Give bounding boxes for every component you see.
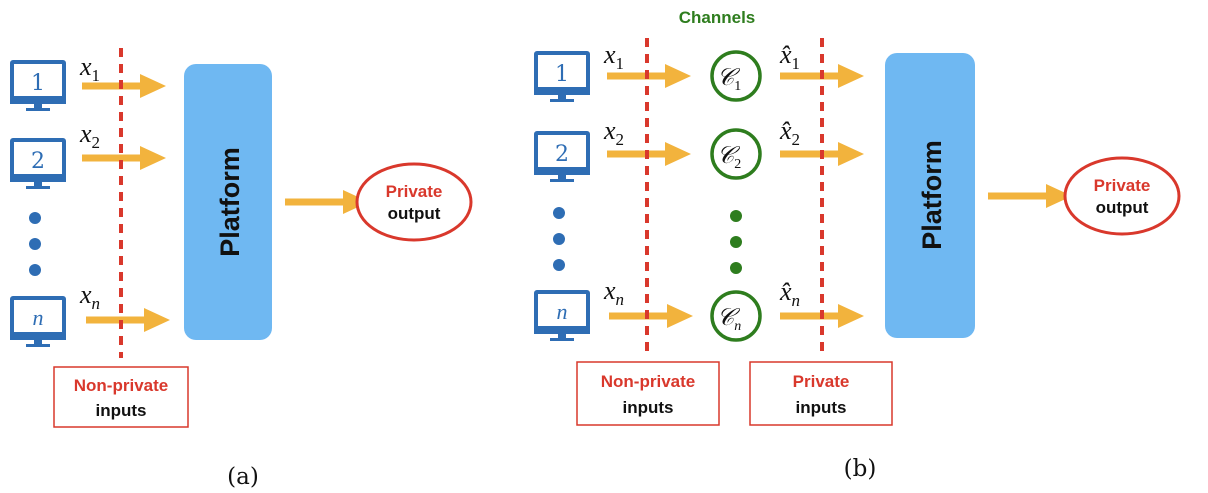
monitor-label: 2	[555, 142, 569, 167]
non-private-inputs-box: Non-private inputs	[576, 361, 720, 426]
box-label-line1: Private	[793, 372, 850, 391]
platform-block: Platform	[184, 64, 272, 340]
monitor-label: n	[557, 299, 568, 324]
non-private-inputs-box: Non-private inputs	[53, 366, 189, 428]
box-label-line1: Non-private	[74, 376, 168, 395]
arrow-right-icon	[988, 184, 1072, 208]
client-monitor-1: 1	[8, 60, 68, 113]
output-label-line2: output	[388, 204, 441, 223]
client-monitor-2: 2	[8, 138, 68, 191]
private-output-node: Private output	[1063, 156, 1181, 236]
output-label-line1: Private	[1094, 176, 1151, 195]
private-variable-label: x̂2	[779, 116, 800, 149]
box-label-line2: inputs	[96, 401, 147, 420]
output-label-line2: output	[1096, 198, 1149, 217]
ellipsis-dots	[29, 212, 41, 276]
platform-label: Platform	[917, 140, 947, 250]
channel-node-1: 𝒞1	[710, 50, 762, 102]
private-inputs-box: Private inputs	[749, 361, 893, 426]
monitor-label: 1	[555, 62, 569, 87]
client-monitor-n: n	[8, 296, 68, 349]
input-variable-label: x1	[79, 52, 100, 85]
output-label-line1: Private	[386, 182, 443, 201]
client-monitor-2: 2	[532, 131, 592, 184]
private-variable-label: x̂n	[779, 277, 800, 310]
monitor-label: n	[33, 305, 44, 330]
platform-block: Platform	[885, 53, 975, 338]
private-output-node: Private output	[355, 162, 473, 242]
client-monitor-1: 1	[532, 51, 592, 104]
channels-title: Channels	[679, 8, 756, 27]
private-variable-label: x̂1	[779, 40, 800, 73]
input-variable-label: x2	[603, 116, 624, 149]
caption-b: (b)	[844, 456, 877, 482]
caption-a: (a)	[227, 464, 259, 490]
client-monitor-n: n	[532, 290, 592, 343]
input-variable-label: xn	[603, 276, 624, 309]
ellipsis-dots-clients	[553, 207, 565, 271]
platform-label: Platform	[215, 147, 245, 257]
monitor-label: 2	[31, 149, 45, 174]
input-variable-label: x1	[603, 40, 624, 73]
ellipsis-dots-channels	[730, 210, 742, 274]
monitor-label: 1	[31, 71, 45, 96]
box-label-line1: Non-private	[601, 372, 695, 391]
input-variable-label: xn	[79, 280, 100, 313]
input-variable-label: x2	[79, 119, 100, 152]
channel-node-n: 𝒞n	[710, 290, 762, 342]
channel-node-2: 𝒞2	[710, 128, 762, 180]
box-label-line2: inputs	[623, 398, 674, 417]
box-label-line2: inputs	[796, 398, 847, 417]
panel-a: 1 x1 2 x2 n xn Non-private input	[8, 48, 473, 490]
panel-b: Channels 1 x1 𝒞1 x̂1 2 x2 𝒞2 x̂2	[532, 8, 1181, 482]
